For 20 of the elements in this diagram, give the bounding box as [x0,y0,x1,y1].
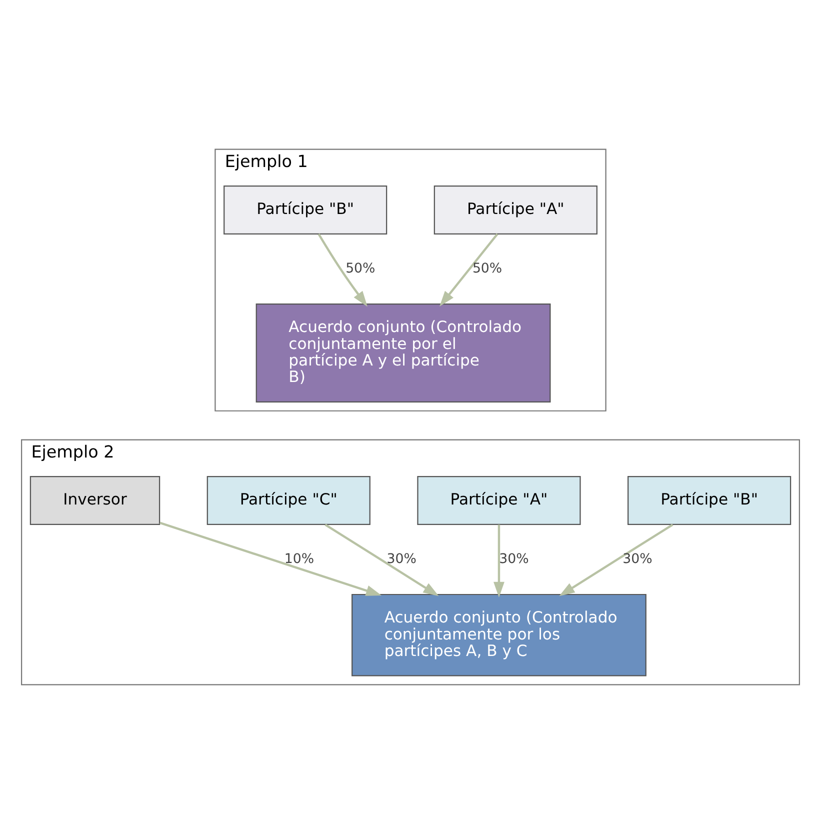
edge-label: 50% [346,260,376,276]
edge-label: 30% [622,551,652,566]
edge-label: 30% [499,551,529,566]
node-box: Acuerdo conjunto (Controlado conjuntamente por el partícipe A y el partícipe B) [256,302,551,402]
arrow [440,232,498,306]
arrow [494,524,504,597]
arrow [324,523,439,596]
node-box: Partícipe "A" [434,185,598,234]
node-box: Inversor [30,475,160,524]
arrow [318,233,368,306]
edge-label: 10% [284,551,314,566]
edge-label: 50% [472,260,502,276]
arrow [160,521,382,596]
node-box: Partícipe "C" [206,475,370,524]
node-box: Acuerdo conjunto (Controlado conjuntamente por los partícipes A, B y C [352,593,646,676]
arrow [559,523,674,596]
node-box: Partícipe "B" [224,185,388,234]
node-box: Partícipe "A" [417,475,581,524]
node-box: Partícipe "B" [628,475,792,524]
edge-label: 30% [386,551,416,566]
